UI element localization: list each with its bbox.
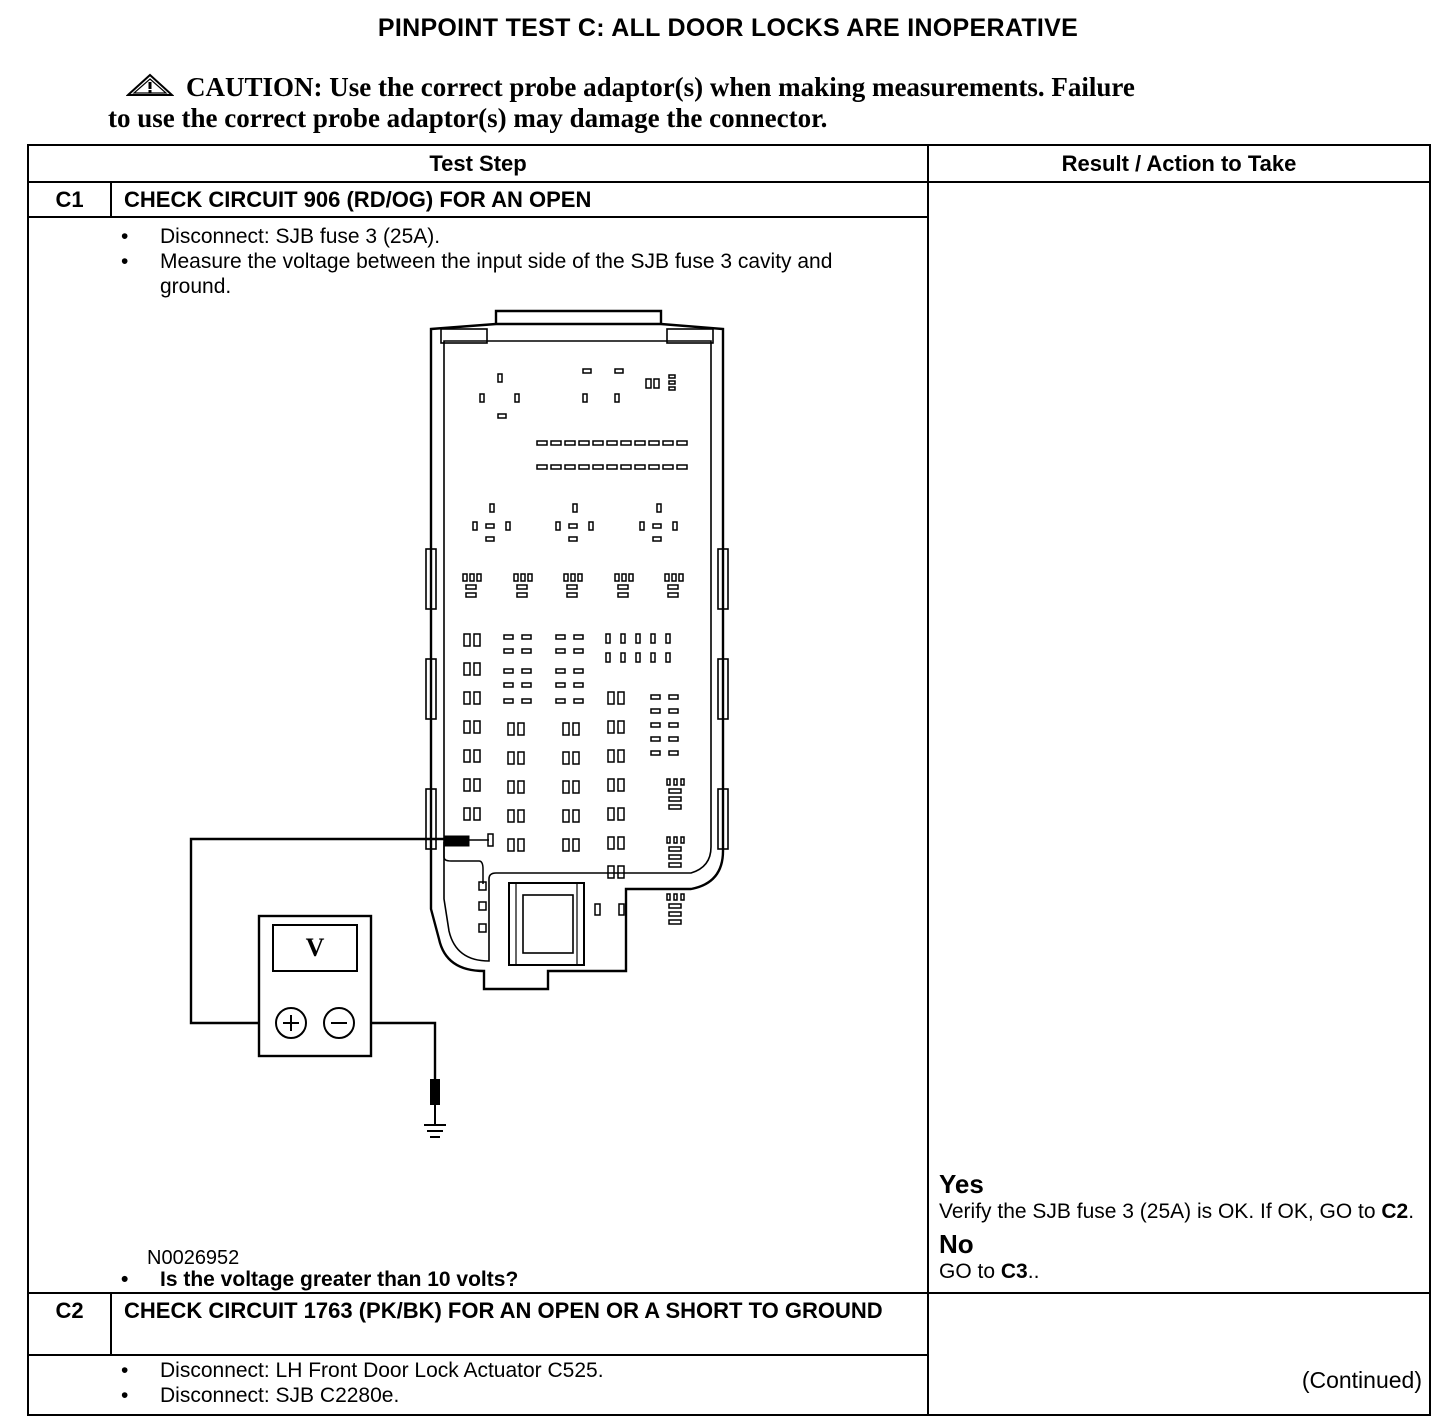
pinpoint-test-table: Test Step Result / Action to Take C1 CHE… xyxy=(26,144,1432,1416)
yes-action-text: Verify the SJB fuse 3 (25A) is OK. If OK… xyxy=(939,1200,1382,1223)
step-id-c1: C1 xyxy=(27,181,112,218)
caution-line-1: CAUTION: Use the correct probe adaptor(s… xyxy=(186,72,1135,102)
result-c1: Yes Verify the SJB fuse 3 (25A) is OK. I… xyxy=(939,1170,1419,1284)
step-body-gutter-c1 xyxy=(27,216,111,1294)
bullet-item: Measure the voltage between the input si… xyxy=(121,249,880,299)
yes-action: Verify the SJB fuse 3 (25A) is OK. If OK… xyxy=(939,1199,1419,1224)
header-test-step: Test Step xyxy=(26,144,930,183)
bullet-item: Disconnect: SJB fuse 3 (25A). xyxy=(121,224,927,249)
header-result-action: Result / Action to Take xyxy=(927,144,1432,183)
no-action: GO to C3.. xyxy=(939,1259,1419,1284)
figure-id: N0026952 xyxy=(147,1247,240,1269)
page-title: PINPOINT TEST C: ALL DOOR LOCKS ARE INOP… xyxy=(377,14,1079,42)
sjb-fuse-panel-diagram xyxy=(189,309,729,1138)
step-title-c2: CHECK CIRCUIT 1763 (PK/BK) FOR AN OPEN O… xyxy=(109,1292,930,1356)
caution-line-2: to use the correct probe adaptor(s) may … xyxy=(108,103,828,133)
bullet-question: Is the voltage greater than 10 volts? xyxy=(121,1267,927,1292)
no-action-end: .. xyxy=(1027,1260,1040,1283)
step-c2-bullets: Disconnect: LH Front Door Lock Actuator … xyxy=(111,1358,927,1408)
result-cell-c2 xyxy=(927,1292,1432,1416)
bullet-item: Disconnect: SJB C2280e. xyxy=(121,1383,927,1408)
step-title-c1: CHECK CIRCUIT 906 (RD/OG) FOR AN OPEN xyxy=(109,181,930,218)
step-body-c1: Disconnect: SJB fuse 3 (25A). Measure th… xyxy=(111,216,930,1294)
caution-note: CAUTION: Use the correct probe adaptor(s… xyxy=(108,72,1330,134)
meter-display-label: V xyxy=(305,933,325,962)
no-goto-ref[interactable]: C3 xyxy=(1000,1260,1028,1283)
yes-action-end: . xyxy=(1408,1200,1415,1223)
no-label: No xyxy=(939,1229,974,1259)
step-body-gutter-c2 xyxy=(27,1354,111,1416)
result-cell-c1: Yes Verify the SJB fuse 3 (25A) is OK. I… xyxy=(927,181,1432,1294)
continued-note: (Continued) xyxy=(1301,1367,1422,1393)
yes-goto-ref[interactable]: C2 xyxy=(1381,1200,1409,1223)
warning-triangle-icon xyxy=(126,73,174,97)
step-id-c2: C2 xyxy=(27,1292,112,1356)
no-action-text: GO to xyxy=(939,1260,1001,1283)
sjb-voltage-measurement-figure: V N0026952 xyxy=(111,299,927,1269)
step-c1-bullets: Disconnect: SJB fuse 3 (25A). Measure th… xyxy=(111,224,927,299)
bullet-item: Disconnect: LH Front Door Lock Actuator … xyxy=(121,1358,927,1383)
voltmeter-icon xyxy=(257,914,446,1138)
step-body-c2: Disconnect: LH Front Door Lock Actuator … xyxy=(111,1354,930,1416)
step-c1-question: Is the voltage greater than 10 volts? xyxy=(111,1267,927,1292)
yes-label: Yes xyxy=(939,1169,984,1199)
